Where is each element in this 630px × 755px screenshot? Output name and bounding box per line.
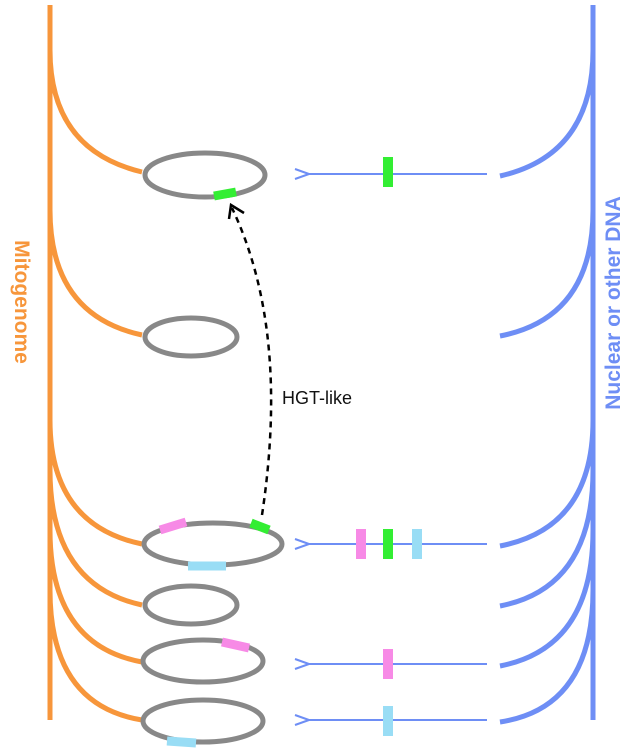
- hgt-arrow-line: [230, 207, 273, 516]
- mitogenome-label: Mitogenome: [10, 240, 33, 364]
- nuclear-dna-label: Nuclear or other DNA: [602, 196, 625, 410]
- gene-cyan-arrow-2: [412, 529, 422, 559]
- mitogenome-branch-3: [47, 419, 143, 547]
- gene-pink-ring-3: [158, 517, 188, 535]
- nuclear-branch-5: [499, 529, 596, 669]
- gene-pink-arrow-2: [356, 529, 366, 559]
- hgt-arrow-head: [227, 202, 245, 220]
- nuclear-branch-1: [499, 49, 596, 179]
- mitogenome-genes: [158, 187, 271, 748]
- arrow-genes: [356, 157, 422, 736]
- genome-ring-1: [142, 150, 268, 200]
- genome-ring-5: [140, 637, 266, 685]
- mitogenome-tree: [47, 5, 143, 723]
- nuclear-tree: [499, 5, 596, 725]
- gene-green-arrow-2: [383, 529, 393, 559]
- gene-green-arrow-1: [383, 157, 393, 187]
- nuclear-arrows: [309, 174, 487, 720]
- nuclear-branch-6: [499, 589, 596, 725]
- mitogenome-circles: [140, 150, 285, 745]
- gene-pink-ring-5: [221, 637, 250, 653]
- gene-green-ring-1: [213, 187, 237, 201]
- nuclear-branch-2: [499, 209, 596, 339]
- gene-cyan-arrow-4: [383, 706, 393, 736]
- mitogenome-branch-1: [47, 49, 143, 175]
- mitogenome-branch-5: [47, 529, 143, 665]
- genome-ring-6: [140, 697, 266, 745]
- mitogenome-branch-6: [47, 589, 143, 723]
- mitogenome-branch-4: [47, 469, 143, 608]
- gene-pink-arrow-3: [383, 649, 393, 679]
- hgt-label: HGT-like: [282, 388, 353, 408]
- gene-green-ring-3: [249, 518, 271, 535]
- nuclear-branch-3: [499, 419, 596, 549]
- mitogenome-branch-2: [47, 209, 143, 338]
- gene-cyan-ring-6: [166, 736, 197, 748]
- hgt-arrow: [227, 202, 273, 516]
- genome-ring-2: [142, 315, 240, 359]
- nuclear-branch-4: [499, 469, 596, 609]
- genome-ring-4: [142, 583, 240, 627]
